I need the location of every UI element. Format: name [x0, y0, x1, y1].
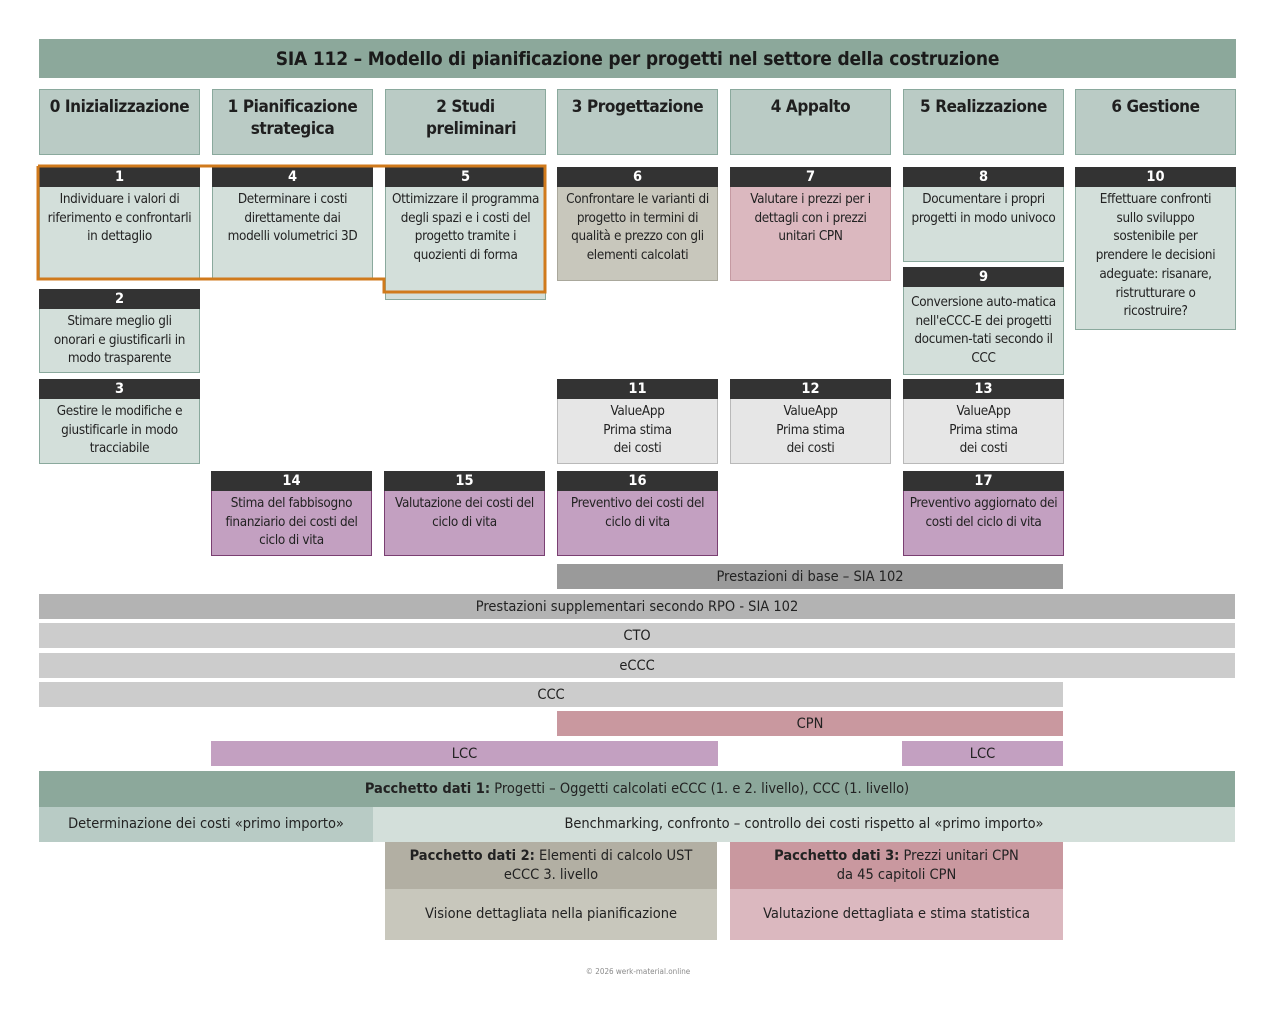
data-package-3-text: Prezzi unitari CPN: [903, 847, 1019, 864]
card-text: Stimare meglio gli onorari e giustificar…: [39, 309, 200, 373]
card-text: Valutazione dei costi del ciclo di vita: [384, 491, 545, 556]
card-6: 6 Confrontare le varianti di progetto in…: [557, 167, 718, 281]
card-number: 17: [903, 471, 1064, 491]
card-text: Preventivo aggiornato dei costi del cicl…: [903, 491, 1064, 556]
highlight-outline: [36, 164, 547, 294]
data-package-3-description: Valutazione dettagliata e stima statisti…: [730, 889, 1063, 940]
diagram-title: SIA 112 – Modello di pianificazione per …: [39, 39, 1236, 78]
data-package-2-line2: eCCC 3. livello: [503, 866, 599, 883]
data-package-1: Pacchetto dati 1: Progetti – Oggetti cal…: [39, 771, 1235, 807]
card-2: 2 Stimare meglio gli onorari e giustific…: [39, 289, 200, 373]
card-3: 3 Gestire le modifiche e giustificarle i…: [39, 379, 200, 464]
card-12: 12 ValueApp Prima stima dei costi: [730, 379, 891, 464]
card-text: Preventivo dei costi del ciclo di vita: [557, 491, 718, 556]
card-16: 16 Preventivo dei costi del ciclo di vit…: [557, 471, 718, 556]
card-text: ValueApp Prima stima dei costi: [730, 399, 891, 464]
band-cto: CTO: [39, 623, 1235, 648]
highlight-outline-path: [36, 164, 547, 294]
card-number: 9: [903, 267, 1064, 287]
card-number: 5: [385, 167, 546, 187]
card-text: Gestire le modifiche e giustificarle in …: [39, 399, 200, 464]
data-package-2-text: Elementi di calcolo UST: [539, 847, 693, 864]
phase-6: 6 Gestione: [1075, 89, 1236, 155]
card-number: 15: [384, 471, 545, 491]
band-ccc: CCC: [39, 682, 1063, 707]
data-package-2: Pacchetto dati 2: Elementi di calcolo US…: [385, 842, 717, 889]
data-package-2-description: Visione dettagliata nella pianificazione: [385, 889, 717, 940]
card-number: 10: [1075, 167, 1236, 187]
card-number: 7: [730, 167, 891, 187]
benchmarking-box: Benchmarking, confronto – controllo dei …: [373, 807, 1235, 842]
card-number: 13: [903, 379, 1064, 399]
card-number: 12: [730, 379, 891, 399]
card-14: 14 Stima del fabbisogno finanziario dei …: [211, 471, 372, 556]
card-13: 13 ValueApp Prima stima dei costi: [903, 379, 1064, 464]
phase-1: 1 Pianificazione strategica: [212, 89, 373, 155]
card-text: Ottimizzare il programma degli spazi e i…: [385, 187, 546, 300]
card-text: ValueApp Prima stima dei costi: [557, 399, 718, 464]
card-15: 15 Valutazione dei costi del ciclo di vi…: [384, 471, 545, 556]
data-package-1-label: Pacchetto dati 1:: [364, 780, 491, 797]
card-10: 10 Effettuare confronti sullo sviluppo s…: [1075, 167, 1236, 330]
data-package-2-label: Pacchetto dati 2:: [409, 847, 535, 864]
card-1: 1 Individuare i valori di riferimento e …: [39, 167, 200, 280]
card-number: 2: [39, 289, 200, 309]
card-number: 8: [903, 167, 1064, 187]
card-text: ValueApp Prima stima dei costi: [903, 399, 1064, 464]
data-package-1-text: Progetti – Oggetti calcolati eCCC (1. e …: [494, 780, 910, 797]
card-9: 9 Conversione auto-matica nell'eCCC-E de…: [903, 267, 1064, 375]
card-17: 17 Preventivo aggiornato dei costi del c…: [903, 471, 1064, 556]
card-text: Determinare i costi direttamente dai mod…: [212, 187, 373, 280]
band-eccc: eCCC: [39, 653, 1235, 678]
phase-5: 5 Realizzazione: [903, 89, 1064, 155]
band-lcc-realization: LCC: [902, 741, 1063, 766]
phase-0: 0 Inizializzazione: [39, 89, 200, 155]
phase-4: 4 Appalto: [730, 89, 891, 155]
copyright-footer: © 2026 werk-material.online: [585, 967, 691, 976]
phase-3: 3 Progettazione: [557, 89, 718, 155]
card-text: Conversione auto-matica nell'eCCC-E dei …: [903, 287, 1064, 375]
data-package-3-label: Pacchetto dati 3:: [774, 847, 900, 864]
card-7: 7 Valutare i prezzi per i dettagli con i…: [730, 167, 891, 281]
band-lcc-planning: LCC: [211, 741, 718, 766]
card-text: Effettuare confronti sullo sviluppo sost…: [1075, 187, 1236, 330]
card-4: 4 Determinare i costi direttamente dai m…: [212, 167, 373, 280]
card-text: Individuare i valori di riferimento e co…: [39, 187, 200, 280]
card-text: Stima del fabbisogno finanziario dei cos…: [211, 491, 372, 556]
card-text: Confrontare le varianti di progetto in t…: [557, 187, 718, 281]
card-text: Valutare i prezzi per i dettagli con i p…: [730, 187, 891, 281]
card-number: 16: [557, 471, 718, 491]
card-5: 5 Ottimizzare il programma degli spazi e…: [385, 167, 546, 300]
band-base-services: Prestazioni di base – SIA 102: [557, 564, 1063, 589]
card-8: 8 Documentare i propri progetti in modo …: [903, 167, 1064, 262]
card-text: Documentare i propri progetti in modo un…: [903, 187, 1064, 262]
card-number: 3: [39, 379, 200, 399]
band-supplementary-services: Prestazioni supplementari secondo RPO - …: [39, 594, 1235, 619]
band-cpn: CPN: [557, 711, 1063, 736]
phase-2: 2 Studi preliminari: [385, 89, 546, 155]
card-number: 11: [557, 379, 718, 399]
card-number: 1: [39, 167, 200, 187]
card-11: 11 ValueApp Prima stima dei costi: [557, 379, 718, 464]
card-number: 14: [211, 471, 372, 491]
primo-importo-box: Determinazione dei costi «primo importo»: [39, 807, 373, 842]
card-number: 6: [557, 167, 718, 187]
data-package-3: Pacchetto dati 3: Prezzi unitari CPN da …: [730, 842, 1063, 889]
card-number: 4: [212, 167, 373, 187]
data-package-3-line2: da 45 capitoli CPN: [836, 866, 957, 883]
